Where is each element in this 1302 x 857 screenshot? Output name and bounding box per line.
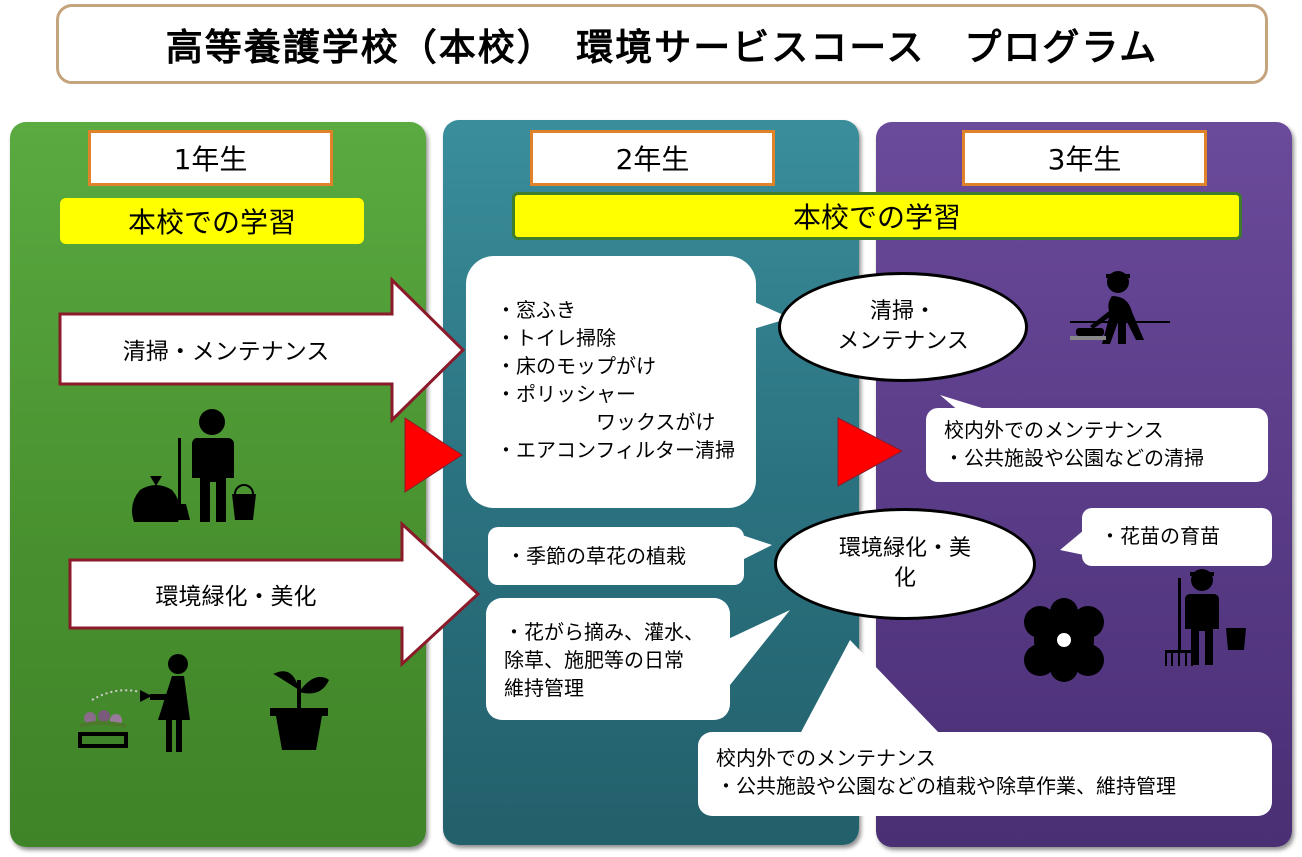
year3-greening-callout: 校内外でのメンテナンス ・公共施設や公園などの植栽や除草作業、維持管理 [698,732,1272,816]
person-with-polisher-icon [1070,271,1170,344]
cleaning-arrow [58,276,466,424]
greening-callout-tail [800,640,940,734]
page-title: 高等養護学校（本校） 環境サービスコース プログラム [56,4,1268,84]
cleaning-item: ・ポリッシャー [496,382,636,406]
year3-cleaning-ellipse: 清掃・ メンテナンス [778,272,1028,382]
year3-seedling-callout: ・花苗の育苗 [1082,508,1272,566]
year23-study-label: 本校での学習 [512,192,1242,240]
ellipse-line: メンテナンス [837,329,969,354]
red-triangle-1 [404,417,463,493]
seedling-callout-tail [1060,530,1084,555]
greening-arrow-label: 環境緑化・美化 [155,584,317,610]
cleaning-item: ・床のモップがけ [496,354,656,378]
callout-line: ・公共施設や公園などの清掃 [944,446,1204,470]
flower-icon [1024,598,1104,682]
seasonal-callout-tail [742,535,772,560]
maintenance-item: ・花がら摘み、灌水、 [504,620,704,644]
year2-maintenance-callout: ・花がら摘み、灌水、 除草、施肥等の日常 維持管理 [486,598,730,720]
flower-box-icon [78,710,128,748]
year1-header: 1年生 [88,130,333,186]
year3-panel [876,122,1292,847]
cleaning-arrow-label: 清掃・メンテナンス [122,339,330,365]
person-with-broom-and-bucket-icon [168,409,256,522]
potted-plant-icon [270,671,329,750]
year2-cleaning-callout: ・窓ふき ・トイレ掃除 ・床のモップがけ ・ポリッシャー ワックスがけ ・エアコ… [466,256,756,508]
ellipse-line: 清掃・ [869,299,936,324]
ellipse-line: 環境緑化・美 [838,536,971,561]
year2-seasonal-callout: ・季節の草花の植栽 [488,527,744,585]
year2-header: 2年生 [530,130,775,186]
year1-study-label: 本校での学習 [60,198,364,244]
greening-arrow [68,520,481,668]
year3-cleaning-callout: 校内外でのメンテナンス ・公共施設や公園などの清掃 [926,408,1268,482]
person-watering-plants-icon [91,654,190,752]
garbage-bag-icon [132,476,180,522]
cleaning-item: ワックスがけ [496,410,716,434]
red-triangle-2 [837,417,904,487]
callout-line: 校内外でのメンテナンス [944,418,1164,442]
cleaning-callout-tail [750,300,790,330]
cleaning-item: ・窓ふき [496,298,576,322]
cleaning-item: ・トイレ掃除 [496,326,616,350]
year3-header: 3年生 [962,130,1207,186]
year3-greening-ellipse: 環境緑化・美 化 [774,508,1036,620]
ellipse-line: 化 [893,566,916,591]
maintenance-item: 除草、施肥等の日常 [504,648,684,672]
callout-line: ・公共施設や公園などの植栽や除草作業、維持管理 [716,774,1176,798]
callout-line: 校内外でのメンテナンス [716,746,936,770]
maintenance-callout-tail [726,610,790,690]
year3-cleaning-callout-tail [940,395,995,412]
person-with-pitchfork-icon [1165,569,1246,666]
maintenance-item: 維持管理 [504,676,584,700]
cleaning-item: ・エアコンフィルター清掃 [496,438,735,462]
